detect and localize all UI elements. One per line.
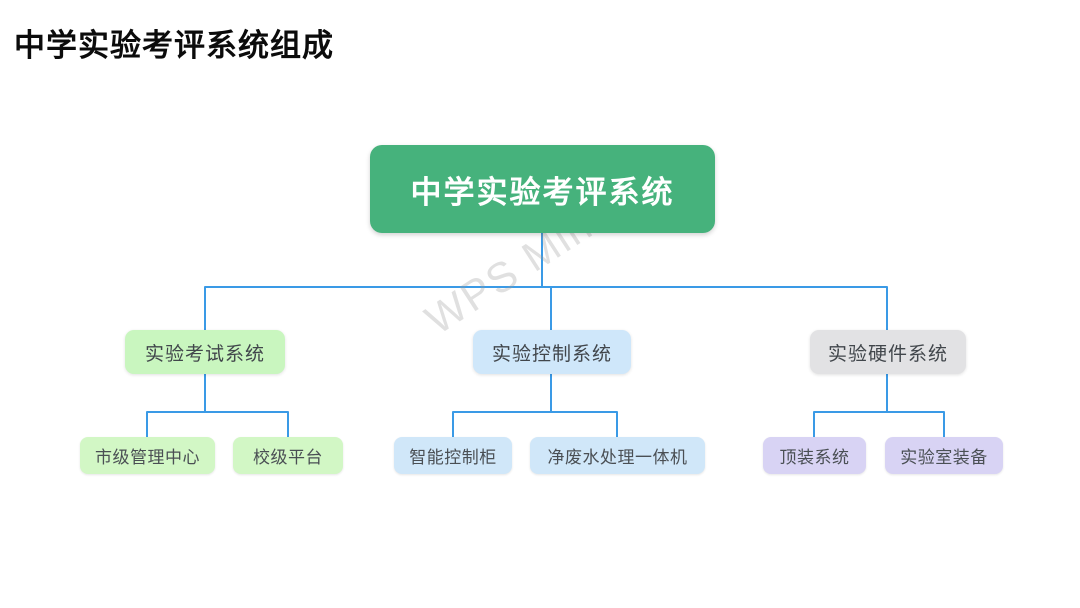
connector-exam-rail <box>146 411 289 437</box>
node-root-system: 中学实验考评系统 <box>370 145 715 233</box>
node-leaf-ceiling-mounted-system: 顶装系统 <box>763 437 866 474</box>
node-leaf-waste-water-treatment-unit: 净废水处理一体机 <box>530 437 705 474</box>
page-title: 中学实验考评系统组成 <box>14 28 334 63</box>
connector-hardware-rail <box>813 411 945 437</box>
node-branch-control-system: 实验控制系统 <box>473 330 631 374</box>
connector-level1-rail <box>204 286 888 330</box>
node-branch-hardware-system: 实验硬件系统 <box>810 330 966 374</box>
node-leaf-laboratory-equipment: 实验室装备 <box>885 437 1003 474</box>
node-branch-exam-system: 实验考试系统 <box>125 330 285 374</box>
node-leaf-city-management-center: 市级管理中心 <box>80 437 215 474</box>
connector-control-rail <box>452 411 618 437</box>
node-leaf-school-platform: 校级平台 <box>233 437 343 474</box>
node-leaf-smart-control-cabinet: 智能控制柜 <box>394 437 512 474</box>
